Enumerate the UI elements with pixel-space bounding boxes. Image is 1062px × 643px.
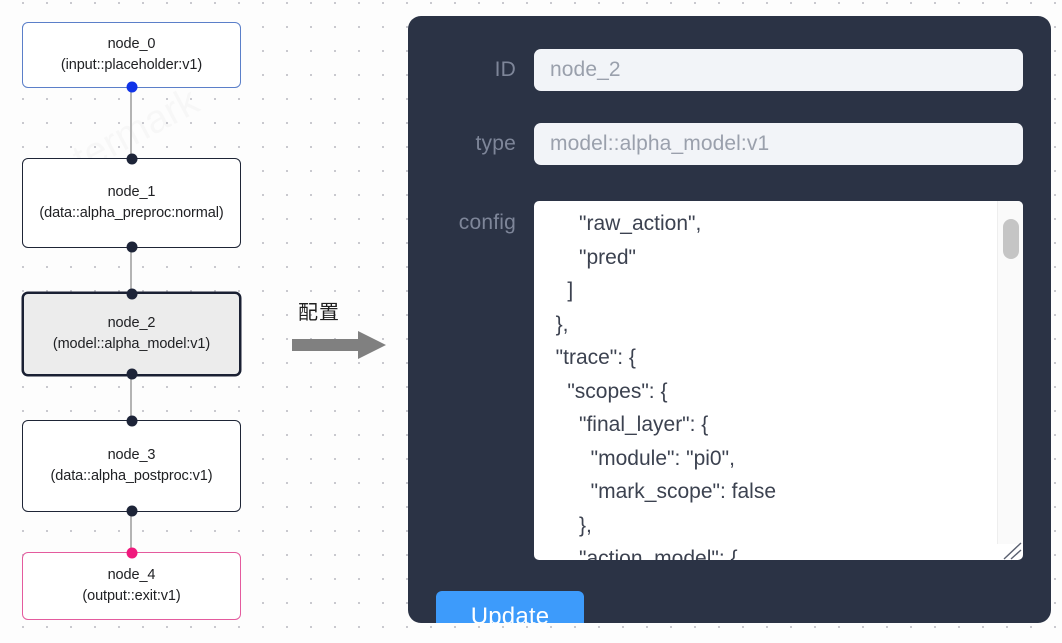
graph-node-label: node_4 (output::exit:v1) (82, 567, 181, 604)
node-handle-source-node_2[interactable] (126, 368, 137, 380)
update-button[interactable]: Update (436, 591, 584, 623)
id-input[interactable] (534, 49, 1023, 91)
field-row-type: type (408, 123, 1051, 165)
config-annotation: 配置 (292, 296, 392, 362)
graph-node-node_3[interactable]: node_3 (data::alpha_postproc:v1) (22, 415, 241, 517)
edge-node3-node4 (130, 512, 132, 552)
type-field-label: type (475, 132, 516, 155)
node-config-panel: ID type config Update (408, 16, 1051, 623)
resize-handle-icon[interactable] (998, 542, 1022, 560)
node-handle-target-node_4[interactable] (126, 547, 137, 559)
edge-node0-node1 (130, 88, 132, 158)
node-handle-source-node_1[interactable] (126, 241, 137, 253)
right-arrow-icon (292, 331, 386, 359)
node-handle-source-node_0[interactable] (126, 81, 137, 93)
config-textarea-wrapper (534, 201, 1023, 560)
config-textarea[interactable] (534, 201, 998, 560)
edge-node1-node2 (130, 248, 132, 292)
config-scrollbar-thumb[interactable] (1003, 219, 1019, 259)
graph-node-label: node_0 (input::placeholder:v1) (60, 36, 203, 73)
graph-node-label: node_3 (data::alpha_postproc:v1) (50, 447, 213, 484)
node-handle-source-node_3[interactable] (126, 505, 137, 517)
graph-node-node_1[interactable]: node_1 (data::alpha_preproc:normal) (22, 153, 241, 253)
id-field-label: ID (494, 58, 516, 81)
graph-node-label: node_1 (data::alpha_preproc:normal) (39, 184, 224, 221)
node-handle-target-node_1[interactable] (126, 153, 137, 165)
graph-node-label: node_2 (model::alpha_model:v1) (52, 315, 211, 352)
edge-node2-node3 (130, 376, 132, 420)
graph-node-node_0[interactable]: node_0 (input::placeholder:v1) (22, 22, 241, 93)
config-annotation-label: 配置 (298, 300, 340, 324)
type-input[interactable] (534, 123, 1023, 165)
field-row-id: ID (408, 49, 1051, 91)
graph-node-node_2[interactable]: node_2 (model::alpha_model:v1) (22, 288, 241, 380)
config-scrollbar[interactable] (997, 201, 1023, 544)
config-field-label: config (458, 211, 516, 234)
graph-node-node_4[interactable]: node_4 (output::exit:v1) (22, 547, 241, 620)
field-row-config: config (408, 201, 1051, 560)
node-handle-target-node_2[interactable] (126, 288, 137, 300)
node-handle-target-node_3[interactable] (126, 415, 137, 427)
